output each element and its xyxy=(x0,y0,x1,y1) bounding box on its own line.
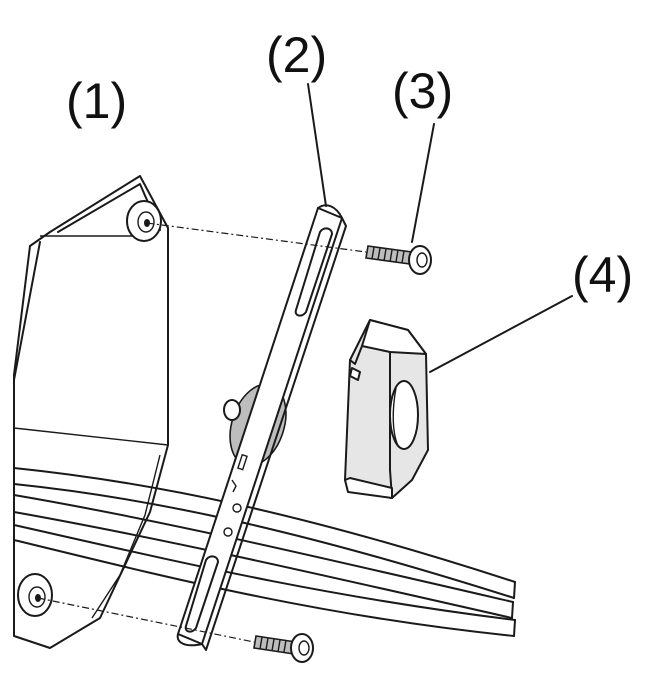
alignment-lines xyxy=(37,222,367,643)
label-spacer: (4) xyxy=(572,247,633,303)
mounting-box xyxy=(13,175,169,649)
mounting-plate xyxy=(176,204,347,651)
label-box: (1) xyxy=(66,73,127,129)
label-screw: (3) xyxy=(392,63,453,119)
spacer-block xyxy=(344,319,429,499)
top-screw xyxy=(365,245,432,275)
label-plate: (2) xyxy=(266,27,327,83)
bottom-screw xyxy=(253,633,314,663)
leader-lines xyxy=(307,83,573,373)
